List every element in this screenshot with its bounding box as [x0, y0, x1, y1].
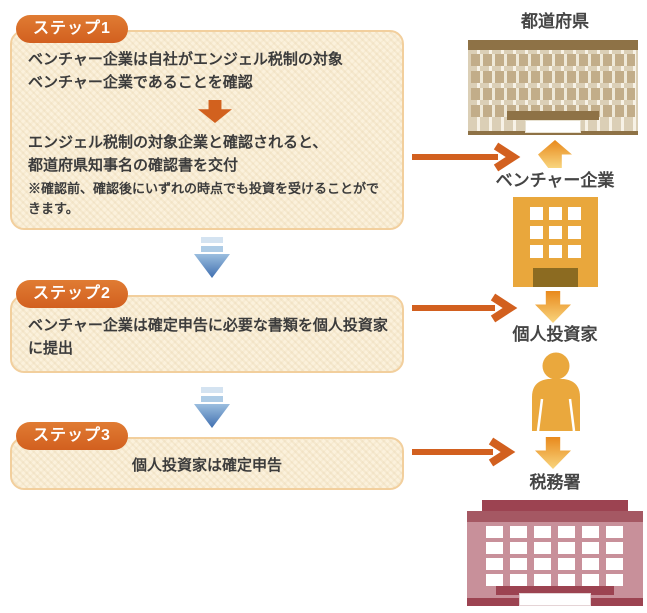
venture-label: ベンチャー企業	[495, 171, 615, 190]
tax-office-label: 税務署	[529, 473, 581, 492]
investor-to-taxoffice-arrow-icon	[535, 437, 571, 469]
step3-box: ステップ3 個人投資家は確定申告	[10, 422, 404, 490]
step1-note: ※確認前、確認後にいずれの時点でも投資を受けることができます。	[28, 181, 380, 217]
investor-person-icon	[524, 351, 588, 432]
step3-tab: ステップ3	[16, 422, 128, 451]
investor-label: 個人投資家	[512, 325, 598, 344]
step1-text-confirm: ベンチャー企業は自社がエンジェル税制の対象 ベンチャー企業であることを確認	[28, 51, 343, 92]
step1-to-step2-arrow-icon	[194, 237, 230, 278]
step2-text: ベンチャー企業は確定申告に必要な書類を個人投資家 に提出	[28, 317, 388, 358]
step3-text: 個人投資家は確定申告	[131, 457, 282, 474]
step1-to-entities-arrow-icon	[410, 142, 521, 172]
step1-tab: ステップ1	[16, 15, 128, 44]
step2-to-step3-arrow-icon	[194, 387, 230, 428]
venture-building-icon	[513, 197, 598, 287]
step1-box: ステップ1 ベンチャー企業は自社がエンジェル税制の対象 ベンチャー企業であること…	[10, 15, 404, 230]
step1-text-certificate: エンジェル税制の対象企業と確認されると、 都道府県知事名の確認書を交付	[28, 134, 328, 175]
prefecture-building-icon	[468, 40, 638, 135]
tax-office-building-icon	[467, 500, 643, 606]
prefecture-label: 都道府県	[521, 12, 589, 31]
step2-to-entities-arrow-icon	[410, 293, 520, 323]
step2-tab: ステップ2	[16, 280, 128, 309]
step3-to-entities-arrow-icon	[410, 437, 520, 467]
down-arrow-icon	[198, 100, 232, 123]
step2-box: ステップ2 ベンチャー企業は確定申告に必要な書類を個人投資家 に提出	[10, 280, 404, 373]
venture-to-prefecture-arrow-icon	[538, 140, 572, 168]
venture-to-investor-arrow-icon	[535, 291, 571, 323]
